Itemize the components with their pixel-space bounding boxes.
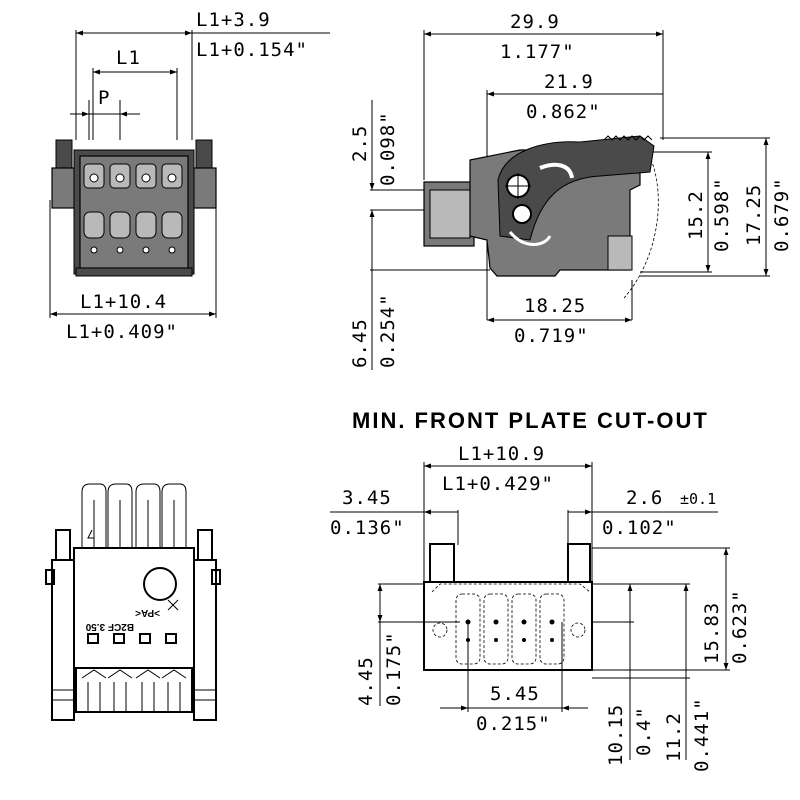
dim-width-mm: L1+3.9 xyxy=(196,9,271,31)
left-flange xyxy=(51,167,77,209)
cutout-left-in: 0.136" xyxy=(330,517,405,539)
cutout-lower1-in: 0.4" xyxy=(633,706,655,756)
dim-base-in: 0.719" xyxy=(514,325,589,347)
cutout-left-mm: 3.45 xyxy=(342,487,392,509)
dim-len-mm: 29.9 xyxy=(510,11,560,33)
cutout-height-mm: 15.83 xyxy=(701,602,723,664)
brand-mark: >PA< xyxy=(135,607,160,618)
rear-body xyxy=(73,547,195,669)
dim-top-in: 0.098" xyxy=(377,111,399,186)
cutout-view: L1+10.9 L1+0.429" 3.45 0.136" 2.6 ±0.1 0… xyxy=(330,443,751,772)
dim-h2-in: 0.679" xyxy=(771,177,793,252)
right-flange xyxy=(191,167,217,209)
rear-view: B2CF 3.50 >PA< xyxy=(45,483,221,721)
dim-width-in: L1+0.154" xyxy=(196,39,308,61)
cross-mark xyxy=(167,599,179,611)
cutout-pin-in: 0.215" xyxy=(476,713,551,735)
cutout-tabs xyxy=(429,543,591,583)
dim-below-in: 0.254" xyxy=(377,293,399,368)
dim-pitch: P xyxy=(98,87,110,109)
cutout-right-tol: ±0.1 xyxy=(680,490,716,508)
cutout-pin-mm: 5.45 xyxy=(490,683,540,705)
dim-below-mm: 6.45 xyxy=(349,318,371,368)
cutout-lower2-in: 0.441" xyxy=(691,697,713,772)
dim-base-mm: 18.25 xyxy=(524,295,586,317)
cutout-right-mm: 2.6 xyxy=(626,487,663,509)
dim-total-in: L1+0.409" xyxy=(66,321,178,343)
cutout-offset-in: 0.175" xyxy=(383,631,405,706)
cutout-height-in: 0.623" xyxy=(729,589,751,664)
left-latch xyxy=(55,139,73,171)
lever xyxy=(497,135,655,241)
dim-l1: L1 xyxy=(116,47,141,69)
dim-h2-mm: 17.25 xyxy=(743,184,765,246)
cutout-rect xyxy=(423,581,593,671)
screw-circle xyxy=(512,204,532,224)
dim-len-in: 1.177" xyxy=(500,41,575,63)
dim-h1-in: 0.598" xyxy=(711,177,733,252)
cutout-lower1-mm: 10.15 xyxy=(605,704,627,766)
dim-top-mm: 2.5 xyxy=(349,125,371,162)
dim-h1-mm: 15.2 xyxy=(685,190,707,240)
front-view: L1+3.9 L1+0.154" L1 P L1+10.4 L1+0.409" xyxy=(49,9,330,343)
terminal-row-bottom xyxy=(83,211,183,254)
dim-total-mm: L1+10.4 xyxy=(80,291,167,313)
section-title: MIN. FRONT PLATE CUT-OUT xyxy=(352,408,709,433)
side-view: 29.9 1.177" 21.9 0.862" 18.25 0.719" 2.5… xyxy=(349,11,793,370)
cutout-offset-mm: 4.45 xyxy=(355,656,377,706)
pin-holes xyxy=(465,619,555,642)
cutout-lower2-mm: 11.2 xyxy=(663,712,685,762)
terminal-row-top xyxy=(83,163,183,189)
cutout-width-in: L1+0.429" xyxy=(442,473,554,495)
screw-hole xyxy=(143,567,177,601)
part-label: B2CF 3.50 xyxy=(85,621,134,632)
cutout-width-mm: L1+10.9 xyxy=(458,443,545,465)
dim-body-in: 0.862" xyxy=(526,101,601,123)
dim-body-mm: 21.9 xyxy=(544,71,594,93)
cutout-right-in: 0.102" xyxy=(602,517,677,539)
right-latch xyxy=(195,139,213,171)
